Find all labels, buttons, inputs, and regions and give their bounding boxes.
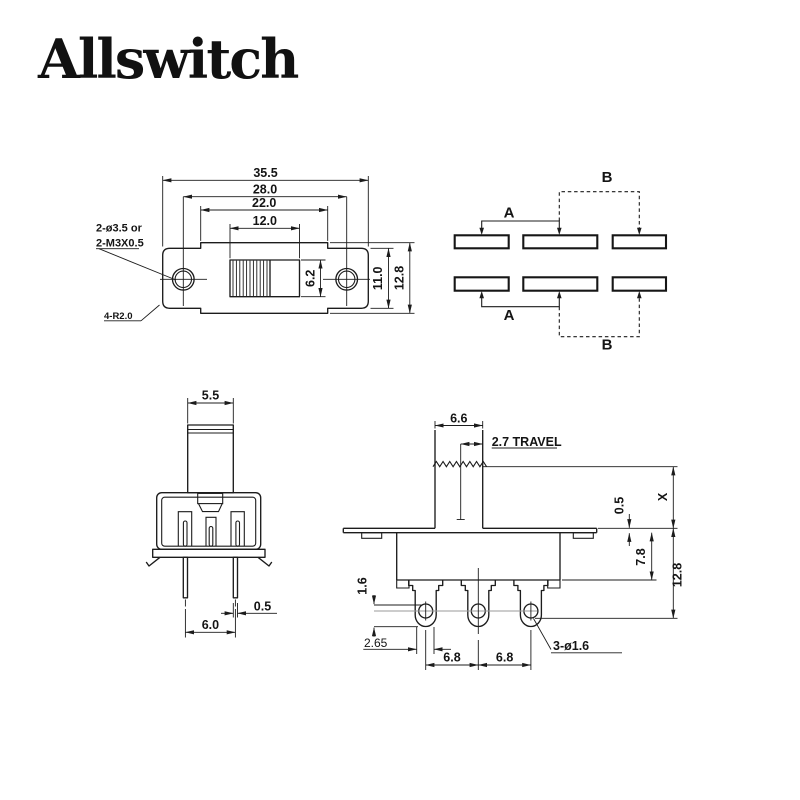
body-step-left bbox=[396, 580, 410, 589]
flange-notch-right bbox=[572, 532, 594, 539]
dim-label-2-65: 2.65 bbox=[364, 636, 388, 650]
terminal-lug bbox=[513, 580, 549, 628]
end-view: 5.5 0.5 bbox=[145, 389, 277, 638]
position-label-b-top: B bbox=[602, 169, 613, 186]
flange-notch-left bbox=[361, 532, 383, 539]
prong-slot bbox=[235, 520, 241, 547]
flange-hook-right bbox=[257, 556, 273, 567]
terminal-pin-right bbox=[232, 556, 239, 599]
contact-prong bbox=[230, 511, 245, 547]
contact-pad bbox=[453, 234, 510, 250]
arrowhead bbox=[637, 291, 642, 299]
corner-radius-note: 4-R2.0 bbox=[104, 311, 133, 322]
slider-knob-hatch bbox=[232, 260, 268, 297]
arrowhead bbox=[637, 227, 642, 235]
dim-label-6-2: 6.2 bbox=[304, 270, 318, 287]
dim-label-12-8: 12.8 bbox=[670, 563, 684, 587]
dim-label-1-6: 1.6 bbox=[356, 577, 370, 594]
dim-label-0-5: 0.5 bbox=[254, 600, 271, 614]
position-label-a-bottom: A bbox=[504, 307, 515, 324]
front-view: 35.5 28.0 22.0 12.0 6.2 11.0 12.8 2-ø3.5… bbox=[96, 166, 415, 322]
contact-pad bbox=[522, 276, 599, 292]
leader-line bbox=[140, 304, 160, 322]
hole-note-line2: 2-M3X0.5 bbox=[96, 238, 144, 250]
travel-note: 2.7 TRAVEL bbox=[492, 435, 562, 449]
prong-slot bbox=[208, 525, 214, 547]
arrowhead bbox=[557, 227, 562, 235]
terminal-lug bbox=[408, 580, 444, 628]
housing-top-notch bbox=[197, 492, 224, 505]
dim-label-6-8-left: 6.8 bbox=[443, 651, 460, 665]
dim-label-6-6: 6.6 bbox=[450, 412, 467, 426]
dim-label-11-0: 11.0 bbox=[371, 266, 385, 290]
body-step-right bbox=[547, 580, 561, 589]
contact-pad bbox=[611, 276, 668, 292]
arrowhead bbox=[557, 291, 562, 299]
dim-label-0-5: 0.5 bbox=[612, 497, 626, 514]
connector-b-top bbox=[558, 191, 640, 228]
dim-label-12-8: 12.8 bbox=[393, 266, 407, 290]
leader-line bbox=[98, 248, 177, 281]
arrowhead bbox=[479, 291, 484, 299]
contact-prong bbox=[177, 511, 193, 547]
dim-label-12-0: 12.0 bbox=[253, 214, 277, 228]
dim-label-22-0: 22.0 bbox=[252, 196, 276, 210]
contact-prong bbox=[205, 516, 217, 547]
mounting-flange bbox=[152, 548, 266, 558]
switch-body-outline bbox=[162, 242, 369, 314]
position-label-b-bottom: B bbox=[602, 337, 613, 354]
connector-a-top bbox=[481, 220, 560, 229]
contact-pad bbox=[611, 234, 668, 250]
dim-label-5-5: 5.5 bbox=[202, 389, 219, 403]
dim-label-28-0: 28.0 bbox=[253, 183, 277, 197]
slider-slot bbox=[229, 259, 301, 298]
prong-slot bbox=[182, 520, 188, 547]
circuit-schematic: A B A B bbox=[453, 169, 668, 354]
arrowhead bbox=[479, 227, 484, 235]
contact-pad bbox=[453, 276, 510, 292]
dim-label-7-8: 7.8 bbox=[634, 548, 648, 565]
contact-pad bbox=[522, 234, 599, 250]
brand-logo: Allswitch bbox=[38, 27, 299, 91]
housing-top-taper bbox=[198, 503, 223, 513]
terminal-pin-left bbox=[182, 556, 189, 599]
dim-label-x: X bbox=[656, 492, 670, 501]
flange-hook-left bbox=[145, 556, 161, 567]
break-line-zigzag bbox=[432, 460, 488, 468]
terminal-hole-note: 3-ø1.6 bbox=[553, 639, 589, 653]
housing-inner-wall bbox=[161, 496, 257, 547]
dim-label-35-5: 35.5 bbox=[253, 166, 277, 180]
connector-a-bottom bbox=[481, 297, 560, 308]
hole-note-line1: 2-ø3.5 or bbox=[96, 223, 143, 235]
position-label-a-top: A bbox=[504, 205, 515, 222]
leader-line bbox=[533, 618, 552, 650]
dim-label-6-0: 6.0 bbox=[202, 618, 219, 632]
side-view: 6.6 2.7 TRAVEL bbox=[342, 412, 684, 670]
actuator-knob bbox=[187, 424, 234, 494]
dim-label-6-8-right: 6.8 bbox=[496, 651, 513, 665]
connector-b-bottom bbox=[558, 297, 640, 338]
